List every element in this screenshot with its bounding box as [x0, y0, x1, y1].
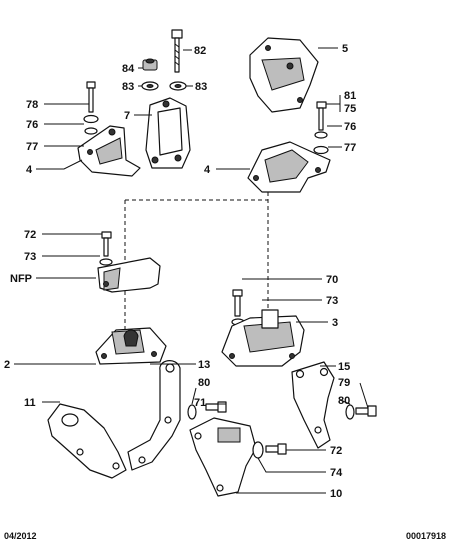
- callout-71: 71: [194, 397, 206, 409]
- callout-77-left: 77: [26, 141, 38, 153]
- callout-15: 15: [338, 361, 350, 373]
- callout-75: 75: [344, 103, 356, 115]
- callout-76-right: 76: [344, 121, 356, 133]
- callout-4-left: 4: [26, 164, 33, 176]
- bolt-78-icon: [86, 81, 96, 113]
- callout-3: 3: [332, 317, 338, 329]
- callout-73-upper: 73: [24, 251, 36, 263]
- callout-73-lower: 73: [326, 295, 338, 307]
- footer-reference-number: 00017918: [405, 531, 446, 541]
- callout-76-left: 76: [26, 119, 38, 131]
- bolt-82-icon: [171, 29, 183, 73]
- callout-83-right: 83: [195, 81, 207, 93]
- bracket-4-left-icon: [77, 125, 141, 177]
- washer-77-right-icon: [313, 145, 329, 155]
- callout-2: 2: [4, 359, 10, 371]
- callout-84: 84: [122, 63, 135, 75]
- mount-cover-4-right-icon: [247, 141, 331, 193]
- callout-81: 81: [344, 90, 356, 102]
- callout-4-right: 4: [204, 164, 211, 176]
- rubber-mount-3-icon: [221, 309, 305, 367]
- washer-73-upper-icon: [99, 258, 113, 266]
- bracket-7-icon: [145, 97, 191, 169]
- nut-84-icon: [142, 58, 158, 71]
- callout-83-left: 83: [122, 81, 134, 93]
- washer-83-right-icon: [169, 81, 187, 91]
- support-plate-10-icon: [189, 417, 257, 497]
- support-plate-13-icon: [127, 360, 181, 471]
- washer-76-left-icon: [83, 114, 99, 124]
- callout-72-upper: 72: [24, 229, 36, 241]
- callout-74: 74: [330, 467, 343, 479]
- callout-80-left: 80: [198, 377, 210, 389]
- footer-date: 04/2012: [4, 531, 37, 541]
- bolt-81-icon: [316, 101, 327, 131]
- bracket-nfp-icon: [97, 257, 161, 293]
- callout-7: 7: [124, 110, 130, 122]
- callout-13: 13: [198, 359, 210, 371]
- bolt-70-icon: [232, 289, 243, 317]
- support-plate-15-icon: [291, 361, 335, 449]
- callout-77-right: 77: [344, 142, 356, 154]
- washer-74-icon: [252, 441, 264, 459]
- callout-nfp: NFP: [10, 273, 32, 285]
- washer-77-left-icon: [84, 127, 98, 135]
- callout-70: 70: [326, 274, 338, 286]
- washer-80-right-icon: [345, 404, 355, 420]
- bolt-72-lower-icon: [265, 443, 287, 455]
- washer-80-left-icon: [187, 404, 197, 420]
- callout-80-right: 80: [338, 395, 350, 407]
- washer-76-right-icon: [314, 131, 328, 139]
- callout-72-lower: 72: [330, 445, 342, 457]
- leader-lines: [14, 47, 369, 494]
- callout-82: 82: [194, 45, 206, 57]
- callout-78: 78: [26, 99, 38, 111]
- callout-10: 10: [330, 488, 342, 500]
- callout-11: 11: [24, 397, 36, 409]
- callout-5: 5: [342, 43, 348, 55]
- bolt-79-icon: [355, 405, 377, 417]
- bolt-72-upper-icon: [101, 231, 112, 257]
- assembly-dashed-lines: [124, 185, 269, 330]
- callout-labels: 82 84 83 83 5 78 7 76 77 4 81 75 76 77 4…: [4, 43, 356, 500]
- callout-79: 79: [338, 377, 350, 389]
- rubber-block-2-icon: [95, 327, 167, 365]
- washer-83-left-icon: [141, 81, 159, 91]
- bracket-11-icon: [47, 403, 127, 479]
- mount-housing-5-icon: [249, 37, 319, 113]
